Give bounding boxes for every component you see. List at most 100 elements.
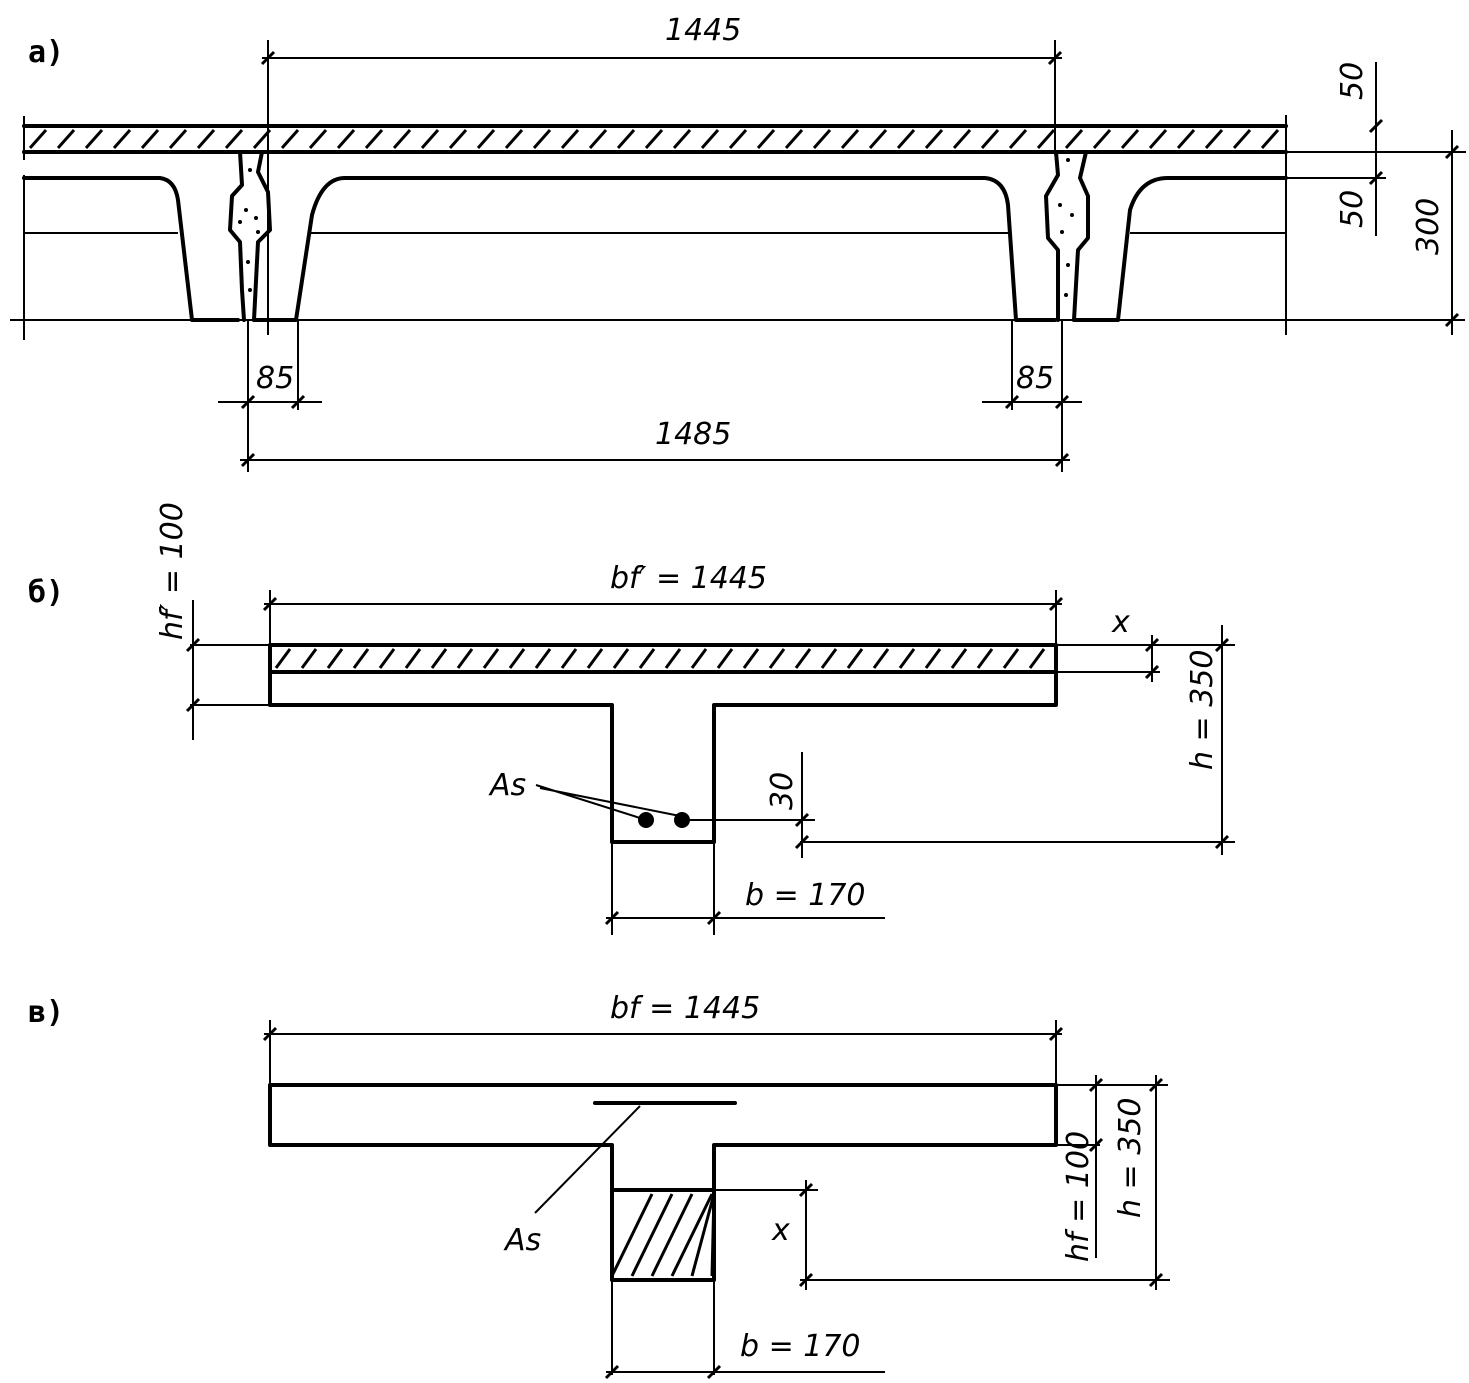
- dim-label-1485: 1485: [655, 417, 731, 452]
- dim-label-30: 30: [765, 772, 800, 810]
- label-as-c: As: [503, 1223, 541, 1258]
- dim-label-height-300: 300: [1411, 198, 1446, 255]
- dim-top-width: 1445: [260, 13, 1063, 335]
- hatch-line: [896, 129, 916, 149]
- hatch-line: [644, 129, 664, 149]
- dim-label-h-c: h = 350: [1113, 1098, 1148, 1218]
- hatch-line: [756, 129, 776, 149]
- hatch-line: [534, 648, 552, 669]
- hatch-line: [690, 648, 708, 669]
- topping-hatch: [28, 129, 1280, 149]
- dim-label-hf-b: hf′ = 100: [155, 502, 190, 640]
- dim-label-85-left: 85: [256, 361, 294, 396]
- right-joint-grout: [1044, 150, 1090, 322]
- hatch-line: [812, 129, 832, 149]
- hatch-line: [326, 648, 344, 669]
- hatch-line: [672, 129, 692, 149]
- hatch-line: [742, 648, 760, 669]
- hatch-line: [950, 648, 968, 669]
- hatch-line: [630, 1193, 674, 1277]
- hatch-line: [924, 129, 944, 149]
- dim-label-x-b: x: [1111, 605, 1130, 640]
- hatch-line: [868, 129, 888, 149]
- hatch-line: [1036, 129, 1056, 149]
- dim-label-h-b: h = 350: [1185, 650, 1220, 770]
- hatch-line: [846, 648, 864, 669]
- hatch-line: [508, 648, 526, 669]
- hatch-line: [482, 648, 500, 669]
- hatch-line: [364, 129, 384, 149]
- hatch-line: [1232, 129, 1252, 149]
- dim-label-x-c: x: [771, 1213, 790, 1248]
- hatch-line: [300, 648, 318, 669]
- main-panel: [252, 176, 1057, 322]
- hatch-line: [612, 648, 630, 669]
- dim-label-b-c: b = 170: [740, 1329, 861, 1364]
- hatch-line: [404, 648, 422, 669]
- hatch-line: [280, 129, 300, 149]
- hatch-line: [768, 648, 786, 669]
- dim-label-flange-50: 50: [1335, 190, 1370, 228]
- hatch-line: [392, 129, 412, 149]
- hatch-line: [196, 129, 216, 149]
- dim-label-topping-50: 50: [1335, 62, 1370, 100]
- hatch-line: [980, 129, 1000, 149]
- rebar-leader: [535, 784, 681, 819]
- hatch-line: [1008, 129, 1028, 149]
- panel-c: в) As bf = 1445 hf = 100 h = 350 x: [28, 991, 1170, 1380]
- hatch-line: [588, 129, 608, 149]
- hatch-line: [690, 1193, 716, 1277]
- hatch-line: [476, 129, 496, 149]
- hatch-line: [168, 129, 188, 149]
- hatch-line: [532, 129, 552, 149]
- hatch-line: [504, 129, 524, 149]
- dim-vertical-stack: 50 50 300: [1286, 62, 1466, 335]
- hatch-line: [610, 1193, 654, 1277]
- hatch-line: [616, 129, 636, 149]
- hatch-line: [448, 129, 468, 149]
- hatch-line: [924, 648, 942, 669]
- dim-label-bf-c: bf = 1445: [610, 991, 760, 1026]
- label-as-b: As: [488, 768, 526, 803]
- hatch-line: [430, 648, 448, 669]
- hatch-line: [820, 648, 838, 669]
- grout-dots-left: [238, 168, 260, 292]
- compression-zone-hatch: [274, 648, 1046, 669]
- hatch-line: [1148, 129, 1168, 149]
- rebar-1: [638, 812, 654, 828]
- hatch-line: [664, 648, 682, 669]
- dim-label-hf-c: hf = 100: [1061, 1131, 1096, 1262]
- hatch-line: [716, 648, 734, 669]
- hatch-line: [112, 129, 132, 149]
- left-joint-grout: [228, 150, 272, 322]
- hatch-line: [710, 1193, 716, 1277]
- dim-bottom-width: 1485: [240, 320, 1070, 472]
- hatch-line: [1092, 129, 1112, 149]
- hatch-line: [728, 129, 748, 149]
- hatch-line: [976, 648, 994, 669]
- hatch-line: [840, 129, 860, 149]
- hatch-line: [28, 129, 48, 149]
- hatch-line: [140, 129, 160, 149]
- grout-dots-right: [1058, 158, 1074, 297]
- hatch-line: [420, 129, 440, 149]
- dim-label-1445: 1445: [665, 13, 741, 48]
- hatch-line: [898, 648, 916, 669]
- compression-zone-hatch-web: [610, 1193, 716, 1277]
- hatch-line: [378, 648, 396, 669]
- as-leader-c: [534, 1105, 641, 1214]
- hatch-line: [784, 129, 804, 149]
- dim-rib-right: 85: [982, 320, 1082, 410]
- hatch-line: [84, 129, 104, 149]
- hatch-line: [560, 648, 578, 669]
- dim-label-bf-b: bf′ = 1445: [610, 561, 767, 596]
- panel-b: б) As bf′ = 1445 hf′ = 100 x h = 350: [28, 502, 1235, 935]
- hatch-line: [1064, 129, 1084, 149]
- dim-label-85-right: 85: [1016, 361, 1054, 396]
- hatch-line: [1260, 129, 1280, 149]
- hatch-line: [352, 648, 370, 669]
- hatch-line: [650, 1193, 694, 1277]
- panel-a-label: а): [28, 35, 64, 70]
- hatch-line: [1002, 648, 1020, 669]
